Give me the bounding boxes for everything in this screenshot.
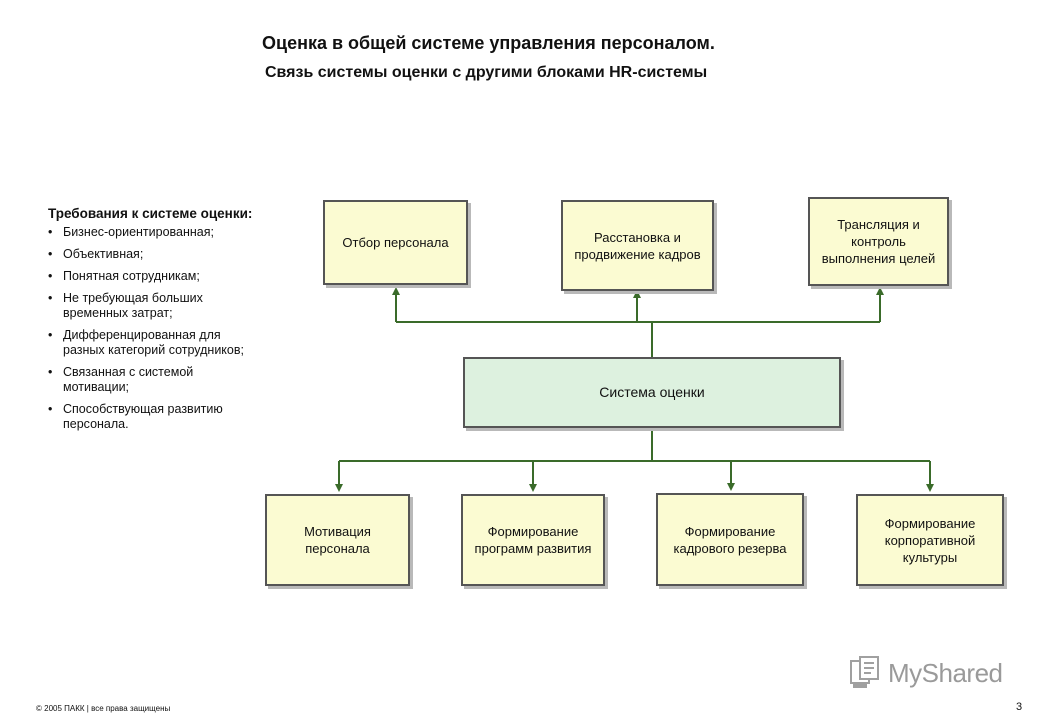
page-subtitle: Связь системы оценки с другими блоками H… — [265, 64, 708, 81]
page-title: Оценка в общей системе управления персон… — [262, 33, 715, 53]
myshared-logo-icon — [850, 656, 879, 688]
box-rasstanovka: Расстановка и продвижение кадров — [561, 200, 714, 291]
requirement-item: Способствующая развитию персонала. — [48, 402, 260, 432]
requirements-heading: Требования к системе оценки: — [48, 206, 253, 221]
box-otbor-personala: Отбор персонала — [323, 200, 468, 285]
requirements-list: Бизнес-ориентированная; Объективная; Пон… — [48, 225, 260, 432]
box-motivaciya: Мотивация персонала — [265, 494, 410, 586]
myshared-logo-text: MyShared — [888, 657, 1003, 688]
requirement-item: Связанная с системой мотивации; — [48, 365, 260, 395]
copyright-footer: © 2005 ПАКК | все права защищены — [36, 704, 171, 713]
requirements-panel: Требования к системе оценки: Бизнес-орие… — [48, 205, 260, 439]
myshared-watermark: MyShared — [848, 655, 1003, 691]
requirement-item: Не требующая больших временных затрат; — [48, 291, 260, 321]
box-programmy-razvitiya: Формирование программ развития — [461, 494, 605, 586]
page-number: 3 — [1016, 701, 1023, 713]
box-korporativnaya-kultura: Формирование корпоративной культуры — [856, 494, 1004, 586]
requirement-item: Понятная сотрудникам; — [48, 269, 260, 284]
requirement-item: Объективная; — [48, 247, 260, 262]
box-translyaciya: Трансляция и контроль выполнения целей — [808, 197, 949, 286]
box-kadrovyi-rezerv: Формирование кадрового резерва — [656, 493, 804, 586]
requirement-item: Дифференцированная для разных категорий … — [48, 328, 260, 358]
requirement-item: Бизнес-ориентированная; — [48, 225, 260, 240]
box-sistema-ocenki: Система оценки — [463, 357, 841, 428]
